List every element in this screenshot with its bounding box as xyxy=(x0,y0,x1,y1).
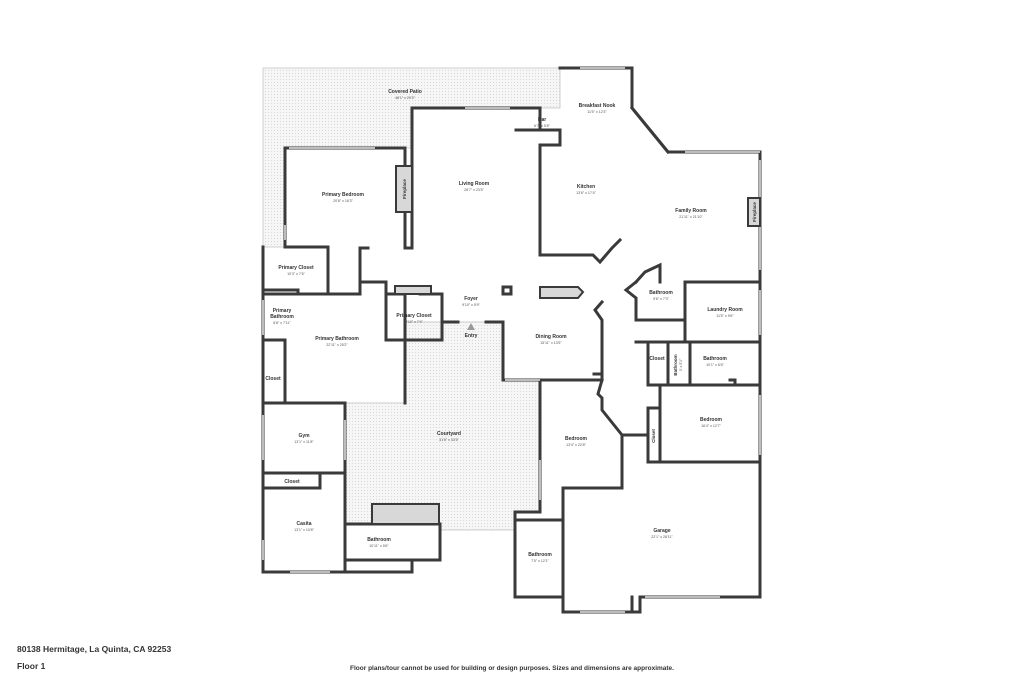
primary-closet-shelf xyxy=(394,285,432,295)
family-room-name: Family Room xyxy=(675,208,707,214)
courtyard-planter xyxy=(371,503,440,525)
kitchen-name: Kitchen xyxy=(577,184,595,190)
bedroom-center-dim: 13'4" x 22'8" xyxy=(566,443,586,447)
closet-a-name: Closet xyxy=(649,356,665,362)
fireplace-right-label: Fireplace xyxy=(752,202,757,222)
dining-room-name: Dining Room xyxy=(535,334,567,340)
primary-bathroom-name: Primary Bathroom xyxy=(315,336,359,342)
breakfast-nook-name: Breakfast Nook xyxy=(579,103,616,109)
fireplace-left-label: Fireplace xyxy=(402,179,407,199)
primary-closet-1-dim: 10'3" x 7'6" xyxy=(287,272,305,276)
primary-bathroom-small-name-2: Bathroom xyxy=(270,314,294,320)
primary-closet-2-name: Primary Closet xyxy=(396,313,432,319)
kitchen-island xyxy=(539,286,585,299)
primary-bathroom-small-dim: 6'8" x 7'11" xyxy=(273,321,291,325)
primary-bathroom-small-name-1: Primary xyxy=(273,308,292,314)
room-labels: Covered Patio 48'1" x 29'3" Breakfast No… xyxy=(265,89,743,563)
bathroom-2-dim: 10'1" x 6'6" xyxy=(706,363,724,367)
laundry-room-dim: 11'5" x 9'6" xyxy=(716,314,734,318)
bathroom-1-name: Bathroom xyxy=(649,290,673,296)
bathroom-casita-dim: 10'11" x 5'6" xyxy=(369,544,389,548)
garage-name: Garage xyxy=(653,528,670,534)
walls xyxy=(261,66,762,614)
bedroom-right-dim: 16'4" x 12'7" xyxy=(701,424,721,428)
entry-arrow xyxy=(467,323,475,330)
casita-name: Casita xyxy=(296,521,311,527)
kitchen-dim: 13'6" x 17'4" xyxy=(576,191,596,195)
bathroom-garage-dim: 7'5" x 12'1" xyxy=(531,559,549,563)
living-room-name: Living Room xyxy=(459,181,490,187)
courtyard-name: Courtyard xyxy=(437,431,461,437)
casita-dim: 13'1" x 10'8" xyxy=(294,528,314,532)
closet-vertical-name: Closet xyxy=(651,429,656,443)
gym-dim: 13'1" x 11'8" xyxy=(294,440,314,444)
dining-room-dim: 15'11" x 13'5" xyxy=(540,341,562,345)
primary-bathroom-dim: 22'11" x 25'2" xyxy=(326,343,348,347)
bathroom-casita-name: Bathroom xyxy=(367,537,391,543)
bar-dim: 6'7" x 5'8" xyxy=(534,124,550,128)
fireplace-left xyxy=(395,165,413,213)
bedroom-center-name: Bedroom xyxy=(565,436,588,442)
primary-bedroom-name: Primary Bedroom xyxy=(322,192,365,198)
closet-gym-name: Closet xyxy=(284,479,300,485)
laundry-room-name: Laundry Room xyxy=(707,307,743,313)
property-address: 80138 Hermitage, La Quinta, CA 92253 xyxy=(17,644,172,654)
foyer-dim: 9'10" x 5'9" xyxy=(462,303,480,307)
living-room-dim: 28'7" x 23'5" xyxy=(464,188,484,192)
disclaimer-text: Floor plans/tour cannot be used for buil… xyxy=(350,665,674,672)
courtyard-area xyxy=(344,321,541,531)
primary-bedroom-dim: 20'8" x 16'3" xyxy=(333,199,353,203)
courtyard-dim: 31'6" x 33'5" xyxy=(439,438,459,442)
family-room-dim: 21'11" x 21'10" xyxy=(679,215,703,219)
covered-patio-name: Covered Patio xyxy=(388,89,422,95)
bathroom-garage-name: Bathroom xyxy=(528,552,552,558)
windows xyxy=(262,67,761,613)
foyer-name: Foyer xyxy=(464,296,478,302)
entry-name: Entry xyxy=(465,333,478,339)
bedroom-right-name: Bedroom xyxy=(700,417,723,423)
bathroom-1-dim: 9'6" x 7'3" xyxy=(653,297,669,301)
covered-patio-dim: 48'1" x 29'3" xyxy=(395,96,415,100)
bathroom-vertical-dim: 3' x 5'1" xyxy=(679,358,683,371)
garage-dim: 22'1" x 28'11" xyxy=(651,535,673,539)
closet-b-name: Closet xyxy=(265,376,281,382)
breakfast-nook-dim: 11'5" x 12'3" xyxy=(587,110,607,114)
bar-name: Bar xyxy=(538,117,546,123)
floor-label: Floor 1 xyxy=(17,661,46,671)
bathroom-2-name: Bathroom xyxy=(703,356,727,362)
primary-closet-1-name: Primary Closet xyxy=(278,265,314,271)
primary-closet-2-dim: 8'10" x 7'4" xyxy=(405,320,423,324)
bathroom-vertical-name: Bathroom xyxy=(673,354,678,375)
gym-name: Gym xyxy=(298,433,310,439)
fireplace-right xyxy=(747,197,761,227)
